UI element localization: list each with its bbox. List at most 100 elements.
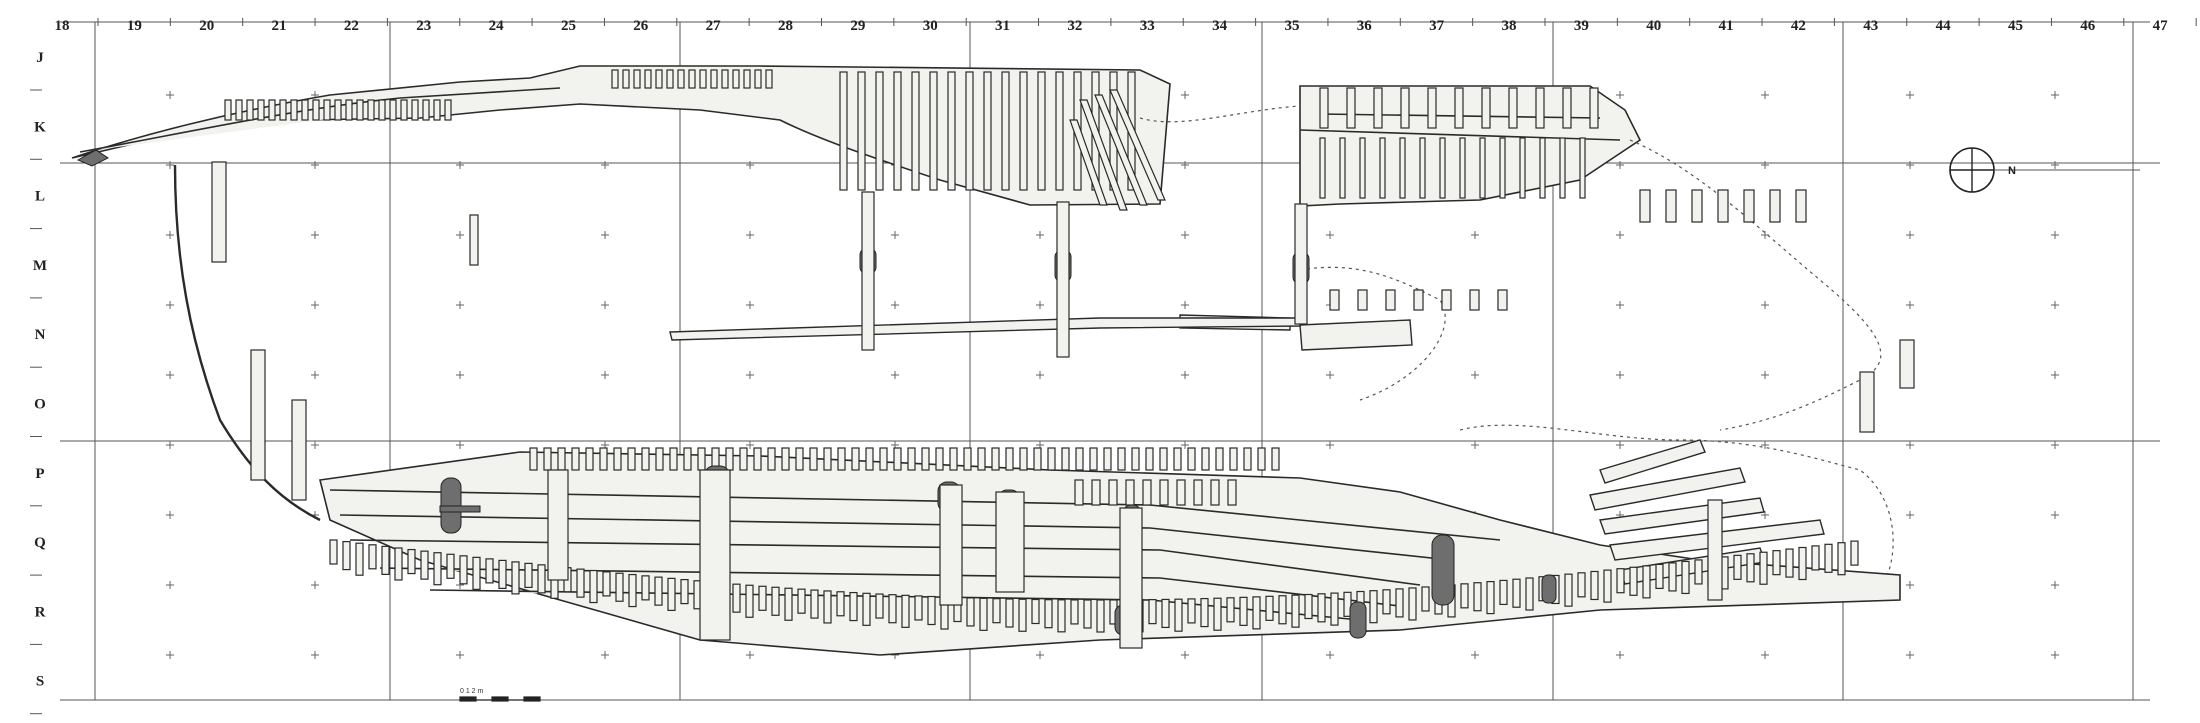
- frame-timber: [1145, 447, 1154, 471]
- column-label: 34: [1212, 18, 1228, 34]
- frame-timber: [589, 569, 598, 604]
- frame-timber: [669, 447, 678, 471]
- frame-timber: [1357, 289, 1368, 311]
- frame-timber: [907, 447, 916, 471]
- frame-timber: [367, 99, 375, 121]
- frame-timber: [1539, 137, 1546, 199]
- frame-timber: [1044, 599, 1053, 629]
- frame-timber: [381, 545, 390, 575]
- frame-timber: [1655, 563, 1664, 590]
- frame-timber: [1811, 545, 1820, 571]
- frame-timber: [356, 99, 364, 121]
- column-label: 41: [1719, 18, 1734, 34]
- frame-timber: [666, 69, 674, 89]
- frame-timber: [1176, 479, 1186, 506]
- frame-timber: [851, 447, 860, 471]
- frame-timber: [977, 447, 986, 471]
- frame-timber: [1319, 137, 1326, 199]
- frame-timber: [875, 593, 884, 619]
- frame-timber: [1201, 447, 1210, 471]
- frame-timber: [927, 595, 936, 626]
- frame-timber: [1346, 87, 1356, 129]
- frame-timber: [1125, 479, 1135, 506]
- frame-timber: [1459, 137, 1466, 199]
- frame-timber: [1117, 447, 1126, 471]
- frame-timber: [394, 547, 403, 581]
- frame-timber: [949, 447, 958, 471]
- frame-timber: [1159, 479, 1169, 506]
- frame-timber: [921, 447, 930, 471]
- frame-timber: [992, 598, 1001, 624]
- frame-timber: [485, 558, 494, 584]
- column-label: 33: [1140, 18, 1155, 34]
- row-label: Q: [34, 535, 46, 551]
- frame-timber: [966, 597, 975, 627]
- frame-timber: [1385, 289, 1396, 311]
- frame-timber: [1642, 565, 1651, 599]
- frame-timber: [1173, 447, 1182, 471]
- frame-timber: [1837, 542, 1846, 576]
- north-label: N: [2008, 165, 2016, 177]
- frame-timber: [1369, 590, 1378, 624]
- frame-timber: [1639, 189, 1651, 223]
- frame-timber: [1603, 569, 1612, 603]
- frame-timber: [599, 447, 608, 471]
- frame-timber: [1075, 447, 1084, 471]
- frame-timber: [1265, 595, 1274, 621]
- column-label: 40: [1646, 18, 1661, 34]
- column-label: 31: [995, 18, 1010, 34]
- column-label: 35: [1284, 18, 1299, 34]
- frame-timber: [1103, 447, 1112, 471]
- row-label: O: [34, 397, 46, 413]
- frame-timber: [472, 556, 481, 590]
- frame-timber: [836, 591, 845, 617]
- frame-timber: [1215, 447, 1224, 471]
- frame-timber: [1005, 447, 1014, 471]
- frame-timber: [1589, 87, 1599, 129]
- frame-timber: [290, 99, 298, 121]
- frame-timber: [963, 447, 972, 471]
- frame-timber: [433, 552, 442, 586]
- frame-timber: [400, 99, 408, 121]
- frame-timber: [862, 592, 871, 626]
- column-label: 44: [1936, 18, 1952, 34]
- column-label: 20: [199, 18, 214, 34]
- frame-timber: [732, 583, 741, 613]
- frame-timber: [1252, 596, 1261, 630]
- frame-timber: [1069, 119, 1108, 206]
- frame-timber: [1142, 479, 1152, 506]
- frame-timber: [1772, 550, 1781, 576]
- frame-timber: [1074, 479, 1084, 506]
- frame-timber: [1798, 546, 1807, 581]
- frame-timber: [1795, 189, 1807, 223]
- frame-timber: [279, 99, 287, 121]
- row-label: K: [34, 119, 46, 135]
- row-label: S: [36, 674, 44, 690]
- frame-timber: [979, 597, 988, 631]
- frame-timber: [355, 542, 364, 576]
- frame-timber: [1210, 479, 1220, 506]
- frame-timber: [345, 99, 353, 121]
- frame-timber: [571, 447, 580, 471]
- frame-timber: [1174, 598, 1183, 632]
- frame-timber: [433, 99, 441, 121]
- frame-timber: [857, 71, 866, 191]
- frame-timber: [875, 71, 884, 191]
- frame-timber: [823, 447, 832, 471]
- frame-timber: [1681, 560, 1690, 595]
- frame-timber: [1473, 582, 1482, 612]
- column-label: 47: [2153, 18, 2169, 34]
- frame-timber: [781, 447, 790, 471]
- frame-timber: [765, 69, 773, 89]
- frame-timber: [1018, 598, 1027, 632]
- frame-timber: [1291, 594, 1300, 628]
- column-label: 23: [416, 18, 431, 34]
- frame-timber: [699, 69, 707, 89]
- column-label: 38: [1502, 18, 1517, 34]
- frame-timber: [1319, 87, 1329, 129]
- frame-timber: [1091, 479, 1101, 506]
- scale-bar: [459, 696, 541, 702]
- frame-timber: [935, 447, 944, 471]
- frame-timber: [1499, 137, 1506, 199]
